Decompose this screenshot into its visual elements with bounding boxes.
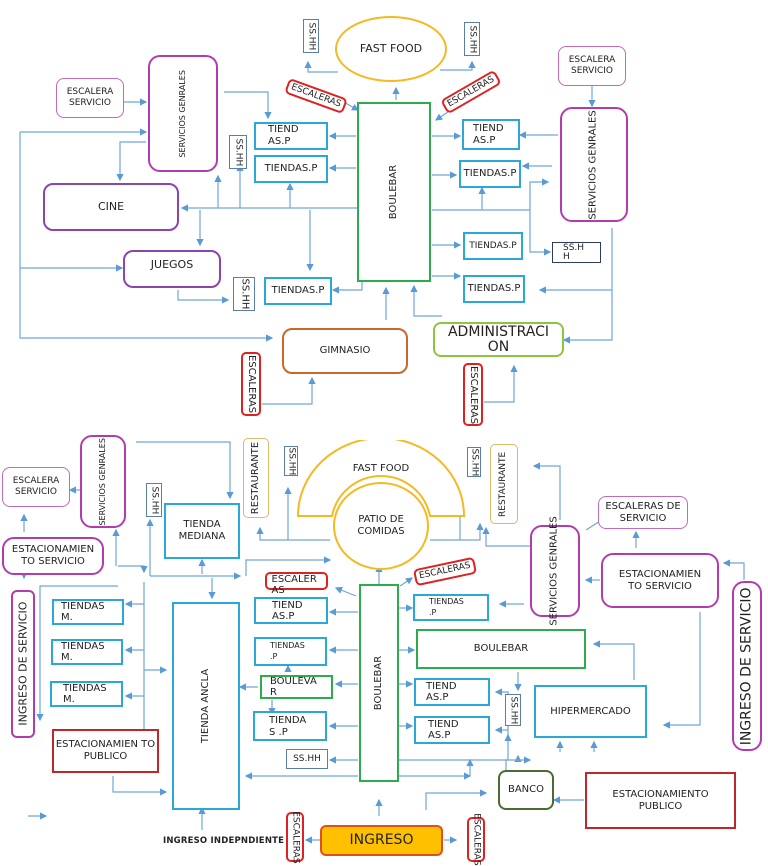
sshh-lower-1: SS.HH: [284, 446, 298, 476]
ingreso-independiente-label: INGRESO INDEPNDIENTE: [163, 836, 285, 846]
sshh-top-right: SS.HH: [464, 22, 480, 56]
tiendas-m-1: TIENDAS M.: [52, 599, 124, 625]
tiendas-p-upper-right-4: TIENDAS.P: [463, 275, 525, 303]
tiendas-p-lower-right-1: TIENDAS .P: [413, 594, 489, 621]
ingreso-de-servicio-right: INGRESO DE SERVICIO: [732, 581, 762, 751]
tiendas-p-upper-left-1: TIEND AS.P: [254, 122, 328, 150]
estacionamiento-servicio-lower-right: ESTACIONAMIEN TO SERVICIO: [601, 553, 719, 608]
boulebar-lower-right: BOULEBAR: [416, 629, 586, 669]
boulevar-small: BOULEVA R: [260, 675, 333, 699]
tiendas-p-upper-right-2: TIENDAS.P: [459, 160, 521, 188]
patio-de-comidas: PATIO DE COMIDAS: [333, 482, 429, 570]
escalera-servicio-upper-right: ESCALERA SERVICIO: [558, 46, 626, 86]
estacionamiento-publico-right: ESTACIONAMIENTO PUBLICO: [585, 772, 736, 829]
tiendas-p-upper-right-3: TIENDAS.P: [463, 232, 523, 260]
connector: [505, 756, 532, 770]
escaleras-administracion: ESCALERAS: [463, 363, 483, 426]
connector: [118, 565, 148, 574]
connector: [304, 60, 338, 73]
tiendas-p-lower-right-2: TIEND AS.P: [414, 678, 490, 706]
sshh-lower-4: SS.HH: [286, 749, 328, 769]
servicios-generales-upper-left: SERVICIOS GENRALES: [148, 55, 218, 172]
tiendas-p-lower-left-3: TIENDA S .P: [253, 711, 327, 741]
boulebar-upper: BOULEBAR: [357, 102, 431, 282]
banco: BANCO: [498, 770, 554, 810]
escaleras-de-servicio: ESCALERAS DE SERVICIO: [598, 496, 688, 529]
connector: [532, 462, 561, 520]
tiendas-p-upper-left-3: TIENDAS.P: [264, 277, 332, 305]
restaurante-lower-right: RESTAURANTE: [490, 444, 518, 524]
connector: [592, 640, 635, 680]
connector: [722, 559, 745, 580]
restaurante-lower-left: RESTAURANTE: [243, 438, 269, 518]
connector: [399, 577, 413, 587]
connector: [177, 290, 230, 304]
tiendas-p-upper-right-1: TIEND AS.P: [462, 119, 520, 150]
escaleras-bottom-left: ESCALERAS: [286, 811, 304, 863]
sshh-juegos: SS.HH: [233, 277, 255, 311]
gimnasio: GIMNASIO: [282, 328, 408, 374]
escaleras-lower-right: ESCALERAS: [412, 556, 478, 587]
sshh-lower-3: SS.HH: [146, 483, 162, 517]
hipermercado: HIPERMERCADO: [534, 685, 647, 738]
tiendas-m-2: TIENDAS M.: [51, 639, 123, 665]
escaleras-upper-right: ESCALERAS: [440, 69, 502, 115]
sshh-upper-right-small: SS.H H: [552, 242, 601, 263]
connector: [334, 586, 357, 597]
sshh-top-left: SS.HH: [303, 19, 319, 53]
fast-food-arc: [296, 440, 466, 517]
connector: [562, 290, 613, 344]
connector: [440, 60, 476, 71]
connector: [410, 284, 442, 317]
tiendas-p-upper-left-2: TIENDAS.P: [254, 155, 328, 183]
servicios-generales-upper-right: SERVICIOS GENRALES: [560, 107, 628, 222]
escaleras-lower-left: ESCALER AS: [265, 572, 328, 596]
escalera-servicio-lower: ESCALERA SERVICIO: [2, 467, 70, 507]
connector: [529, 210, 552, 256]
servicios-generales-lower-left: SERVICIOS GENRALES: [80, 435, 126, 528]
tiendas-m-3: TIENDAS M.: [50, 681, 123, 707]
ingreso-de-servicio-left: INGRESO DE SERVICIO: [11, 590, 35, 738]
cine: CINE: [43, 183, 179, 231]
escaleras-gimnasio: ESCALERAS: [241, 352, 261, 416]
connector: [112, 776, 168, 796]
tiendas-p-lower-right-3: TIEND AS.P: [414, 716, 490, 744]
administracion: ADMINISTRACI ON: [433, 322, 564, 357]
connector: [224, 91, 272, 120]
sshh-lower-2: SS.HH: [467, 447, 481, 477]
connector: [662, 612, 701, 729]
connector: [425, 789, 488, 810]
fast-food-upper: FAST FOOD: [335, 16, 447, 82]
ingreso-main-entrance[interactable]: INGRESO: [320, 825, 443, 856]
estacionamiento-publico-left: ESTACIONAMIEN TO PUBLICO: [52, 729, 159, 773]
sshh-upper-mid: SS.HH: [229, 135, 247, 169]
estacionamiento-servicio-lower-left: ESTACIONAMIEN TO SERVICIO: [2, 537, 104, 575]
fast-food-lower: FAST FOOD: [352, 463, 410, 474]
escaleras-upper-left: ESCALERAS: [284, 77, 348, 115]
sshh-lower-5: SS.HH: [505, 694, 521, 726]
connector: [484, 364, 518, 403]
connector: [435, 111, 449, 121]
connector: [262, 376, 316, 405]
tienda-mediana: TIENDA MEDIANA: [164, 503, 240, 559]
connector: [116, 141, 146, 182]
tiendas-p-lower-left-2: TIENDAS .P: [254, 637, 327, 666]
juegos: JUEGOS: [123, 250, 221, 288]
tiendas-p-lower-left-1: TIEND AS.P: [254, 597, 328, 624]
servicios-generales-lower-right: SERVICIOS GENRALES: [530, 516, 580, 626]
escalera-servicio-upper-left: ESCALERA SERVICIO: [56, 78, 124, 118]
escaleras-bottom-right: ESCALERAS: [467, 813, 485, 866]
boulebar-lower-center: BOULEBAR: [359, 584, 399, 782]
tienda-ancla: TIENDA ANCLA: [172, 602, 240, 810]
